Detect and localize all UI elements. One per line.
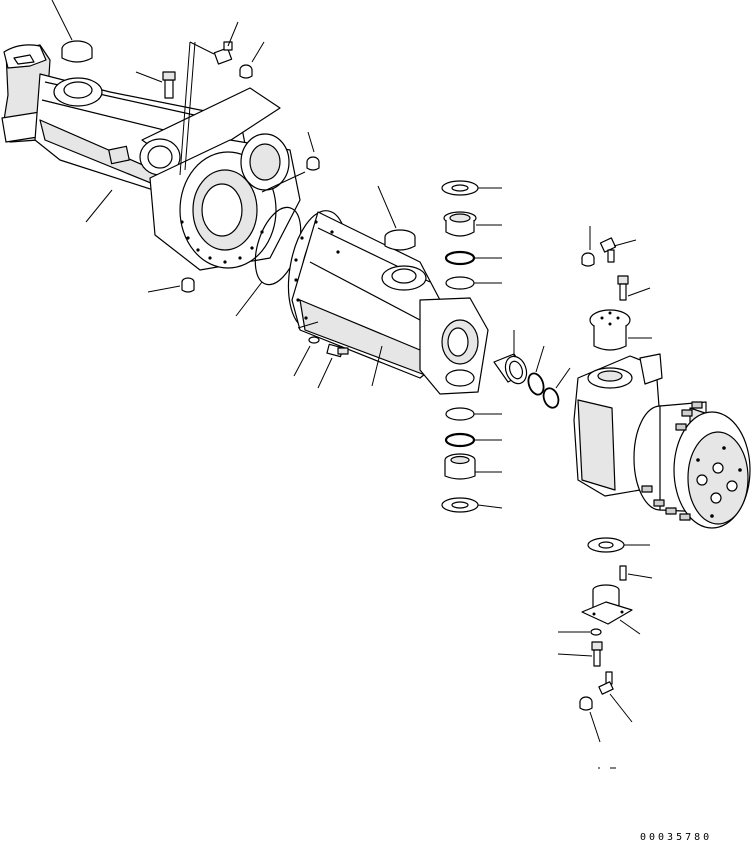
shim-top <box>441 180 479 196</box>
axle-housing-middle <box>287 210 489 395</box>
cap-plug-top-left <box>61 40 93 63</box>
snap-ring-1 <box>527 372 545 396</box>
bearing-sleeve <box>493 353 528 385</box>
snap-ring-2 <box>542 387 560 409</box>
king-pin-bottom <box>581 584 633 625</box>
axle-housing-left <box>1 44 301 271</box>
plug-lower <box>579 696 593 711</box>
bolt-flange <box>326 343 349 358</box>
bolt-lower <box>591 641 603 667</box>
shim-lower-right <box>587 537 625 553</box>
seal-top <box>445 276 475 290</box>
shim-bottom <box>441 497 479 513</box>
washer-flange <box>308 336 320 344</box>
elbow-fitting-right <box>599 237 617 263</box>
plug-right-boss <box>306 156 320 171</box>
o-ring-bottom <box>444 432 476 448</box>
o-ring-top <box>444 250 476 266</box>
washer-lower <box>590 628 602 636</box>
cap-plug-middle <box>384 229 416 251</box>
plug-top <box>239 64 253 79</box>
final-drive-hub <box>633 401 751 529</box>
bushing-top <box>443 211 477 237</box>
dowel-pin <box>619 565 627 581</box>
elbow-fitting-lower <box>598 671 614 695</box>
drawing-number: 00035780 <box>640 832 713 843</box>
bushing-bottom <box>444 453 476 480</box>
king-pin-top <box>589 309 631 351</box>
elbow-fitting-top <box>213 41 233 65</box>
bolt-king-pin-cap <box>617 275 629 301</box>
drain-plug-left <box>181 277 195 293</box>
plug-right-top <box>581 252 595 267</box>
grease-fitting-left <box>162 71 176 99</box>
seal-bottom <box>445 407 475 421</box>
